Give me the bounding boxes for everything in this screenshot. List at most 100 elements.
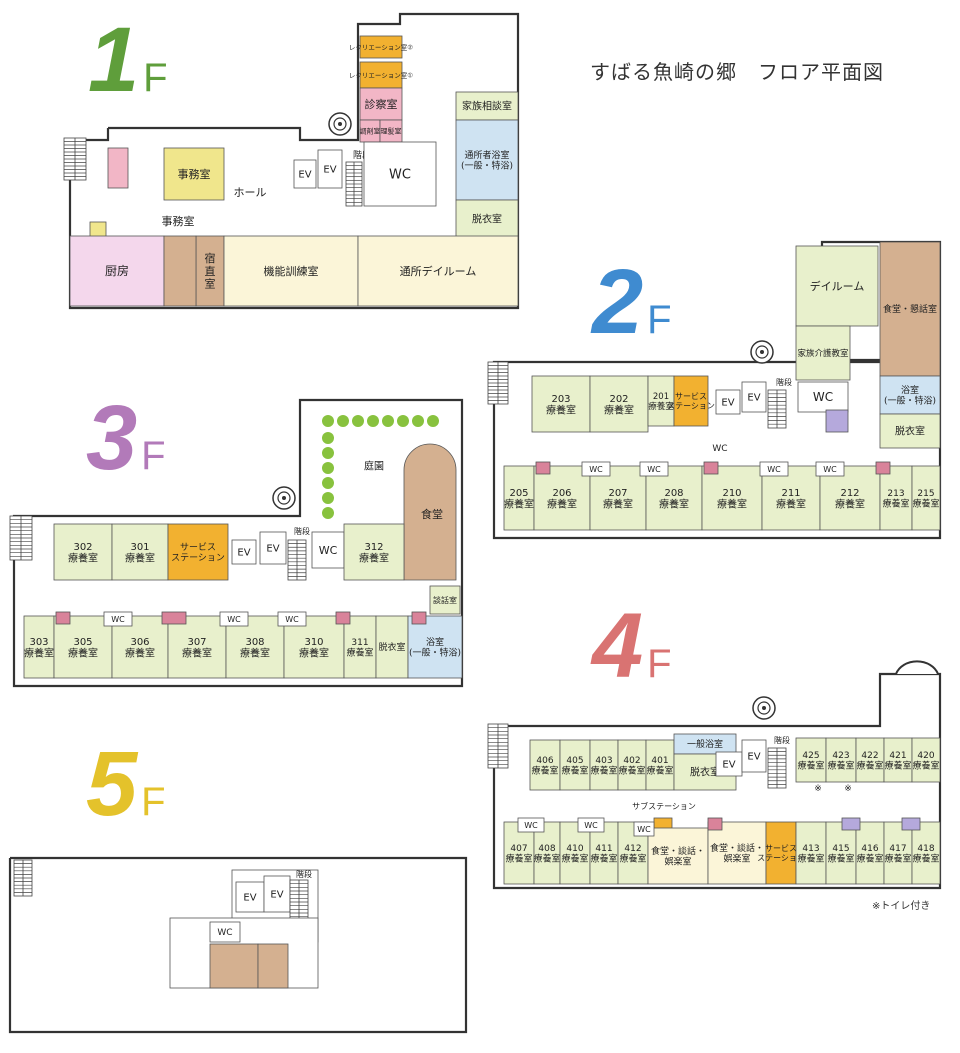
f4-dining2 (707, 821, 767, 885)
f3-dining (403, 443, 457, 581)
f2-wc-hall-label: WC (712, 444, 727, 454)
floor-3-suffix: F (141, 434, 166, 478)
f1-ev1 (293, 159, 317, 189)
f5-brown-a (209, 943, 259, 989)
f3-302 (53, 523, 113, 581)
f4-mark1-label: ※ (814, 784, 822, 794)
f2-dressing (879, 413, 941, 449)
f4-mark2-label: ※ (844, 784, 852, 794)
f2-ev1-label: EV (721, 398, 734, 409)
f2-wc-d (815, 461, 845, 477)
f1-ev2-label: EV (323, 165, 336, 176)
f4-dome (895, 660, 939, 675)
floor-1-number: 1 (88, 9, 140, 111)
f4-wc-c-label: WC (637, 825, 651, 834)
f4-405 (559, 739, 591, 791)
f3-dressing-label: 脱衣室 (378, 641, 405, 653)
floor-2-number: 2 (592, 251, 644, 353)
f1-ev2 (317, 149, 343, 189)
f3-garden-trees (322, 415, 439, 519)
f1-training-label: 機能訓練室 (264, 264, 319, 278)
f2-211 (761, 465, 821, 531)
f1-family-label: 家族相談室 (462, 100, 512, 113)
f3-pink-b (161, 611, 187, 625)
f2-ev1 (715, 389, 741, 415)
f2-ev2 (741, 381, 767, 413)
f4-wc-c (633, 821, 655, 837)
floor-3-number: 3 (86, 387, 138, 489)
f4-418 (911, 821, 941, 885)
f4-dining1-label: 食堂・談話・娯楽室 (651, 845, 705, 867)
f1-bath-label: 通所者浴室(一般・特浴) (461, 149, 513, 171)
f5-ev1-label: EV (243, 893, 256, 904)
f2-service-label: サービスステーション (667, 392, 715, 410)
f4-408 (533, 821, 561, 885)
f1-spiral (328, 112, 352, 136)
f3-wc-c-label: WC (285, 615, 299, 624)
f5-wc-label: WC (217, 928, 232, 938)
floor-5-suffix: F (141, 780, 166, 824)
f2-213 (879, 465, 913, 531)
f4-dining2-label: 食堂・談話・娯楽室 (710, 842, 764, 864)
f2-wc-b-label: WC (647, 465, 661, 474)
f4-left-stairs (487, 723, 509, 769)
f4-spiral (752, 696, 776, 720)
f2-dining (879, 241, 941, 377)
f3-bath (407, 615, 463, 679)
f2-210 (701, 465, 763, 531)
f2-wc-b (639, 461, 669, 477)
f3-wc-core (311, 531, 345, 569)
f3-305 (53, 615, 113, 679)
f3-talk (429, 585, 461, 615)
f5-ev2-label: EV (270, 890, 283, 901)
f4-wc-b-label: WC (584, 821, 598, 830)
f2-left-stairs (487, 361, 509, 405)
f2-dressing-label: 脱衣室 (895, 425, 925, 438)
f3-ev1-label: EV (237, 548, 250, 559)
f2-wc-c (759, 461, 789, 477)
f2-205 (503, 465, 535, 531)
f2-212 (819, 465, 881, 531)
f4-413 (795, 821, 827, 885)
f1-dressing (455, 199, 519, 239)
f4-wc-b (577, 817, 605, 833)
floor-4-suffix: F (647, 642, 672, 686)
f5-wc (209, 921, 241, 943)
f4-purple-b (901, 817, 921, 831)
f1-training (223, 235, 359, 307)
f3-pink-c (335, 611, 351, 625)
f1-duty-label: 宿直室 (205, 251, 216, 290)
f3-left-stairs (9, 515, 33, 561)
f4-service-label: サービスステーション (757, 844, 805, 862)
f3-ev1 (231, 539, 257, 565)
f4-dining1 (647, 827, 709, 885)
f3-311 (343, 615, 377, 679)
f2-wc-d-label: WC (823, 465, 837, 474)
floor-4-number: 4 (592, 595, 644, 697)
